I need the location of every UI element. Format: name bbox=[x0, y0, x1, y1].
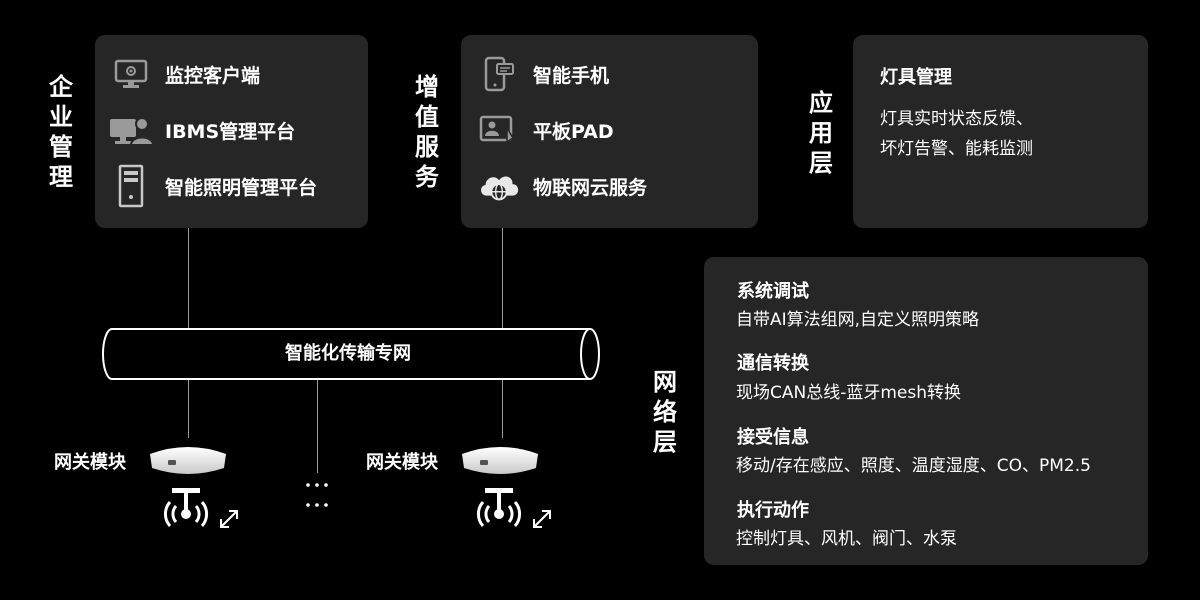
computer-user-icon bbox=[109, 110, 153, 150]
gateway-label-left: 网关模块 bbox=[54, 452, 126, 473]
app-desc-line-2: 坏灯告警、能耗监测 bbox=[880, 139, 1033, 159]
enterprise-item-monitor-client: 监控客户端 bbox=[109, 54, 260, 94]
monitor-gear-icon bbox=[109, 54, 153, 94]
char: 层 bbox=[809, 149, 833, 177]
connector-line-gateway-right bbox=[502, 377, 503, 438]
char: 增 bbox=[415, 73, 439, 101]
char: 网 bbox=[653, 368, 677, 396]
enterprise-box bbox=[95, 35, 368, 228]
item-label: 监控客户端 bbox=[165, 64, 261, 87]
enterprise-item-lighting-platform: 智能照明管理平台 bbox=[109, 163, 317, 209]
value-item-iot-cloud: 物联网云服务 bbox=[477, 166, 647, 206]
smartphone-icon bbox=[477, 54, 521, 94]
network-box bbox=[704, 257, 1148, 565]
char: 业 bbox=[49, 103, 73, 131]
layer-label-application: 应 用 层 bbox=[806, 88, 836, 178]
app-desc-line-1: 灯具实时状态反馈、 bbox=[880, 109, 1033, 129]
char: 企 bbox=[49, 73, 73, 101]
tablet-icon bbox=[477, 110, 521, 150]
char: 络 bbox=[653, 398, 677, 426]
server-icon bbox=[109, 163, 153, 209]
network-section-desc: 现场CAN总线-蓝牙mesh转换 bbox=[736, 383, 962, 403]
application-box bbox=[853, 35, 1148, 228]
char: 理 bbox=[49, 163, 73, 191]
value-item-smartphone: 智能手机 bbox=[477, 54, 609, 94]
char: 用 bbox=[809, 119, 833, 147]
item-label: 智能手机 bbox=[533, 64, 610, 87]
gateway-device-icon bbox=[150, 447, 226, 474]
ellipsis-dots bbox=[306, 483, 328, 507]
transmission-pipe bbox=[102, 328, 600, 380]
connector-line-enterprise bbox=[188, 228, 189, 330]
network-section-title: 接受信息 bbox=[737, 427, 809, 448]
network-section-title: 执行动作 bbox=[737, 500, 809, 521]
network-section-title: 系统调试 bbox=[737, 281, 809, 302]
gateway-device-icon bbox=[462, 447, 538, 474]
char: 值 bbox=[415, 103, 439, 131]
char: 层 bbox=[653, 428, 677, 456]
char: 务 bbox=[415, 163, 439, 191]
network-section-title: 通信转换 bbox=[737, 353, 809, 374]
app-title: 灯具管理 bbox=[880, 67, 952, 88]
network-section-desc: 移动/存在感应、照度、温度湿度、CO、PM2.5 bbox=[736, 456, 1091, 476]
value-item-tablet: 平板PAD bbox=[477, 110, 614, 150]
connector-line-value-added bbox=[502, 228, 503, 330]
wireless-lamp-icon bbox=[163, 488, 209, 527]
network-section-desc: 自带AI算法组网,自定义照明策略 bbox=[736, 310, 980, 330]
connector-line-middle bbox=[317, 377, 318, 473]
char: 服 bbox=[415, 133, 439, 161]
layer-label-enterprise: 企 业 管 理 bbox=[46, 72, 76, 192]
item-label: 智能照明管理平台 bbox=[165, 176, 318, 199]
gateway-label-right: 网关模块 bbox=[366, 452, 438, 473]
cloud-globe-icon bbox=[477, 166, 521, 206]
item-label: IBMS管理平台 bbox=[165, 120, 296, 143]
char: 应 bbox=[809, 89, 833, 117]
pipe-label: 智能化传输专网 bbox=[285, 343, 411, 364]
signal-arrows-icon bbox=[533, 510, 551, 528]
char: 管 bbox=[49, 133, 73, 161]
network-section-desc: 控制灯具、风机、阀门、水泵 bbox=[736, 529, 957, 549]
item-label: 平板PAD bbox=[533, 120, 614, 143]
connector-line-gateway-left bbox=[188, 377, 189, 438]
layer-label-value-added: 增 值 服 务 bbox=[412, 72, 442, 192]
enterprise-item-ibms: IBMS管理平台 bbox=[109, 110, 295, 150]
wireless-lamp-icon bbox=[476, 488, 522, 527]
item-label: 物联网云服务 bbox=[533, 176, 648, 199]
signal-arrows-icon bbox=[220, 510, 238, 528]
layer-label-network: 网 络 层 bbox=[650, 367, 680, 457]
